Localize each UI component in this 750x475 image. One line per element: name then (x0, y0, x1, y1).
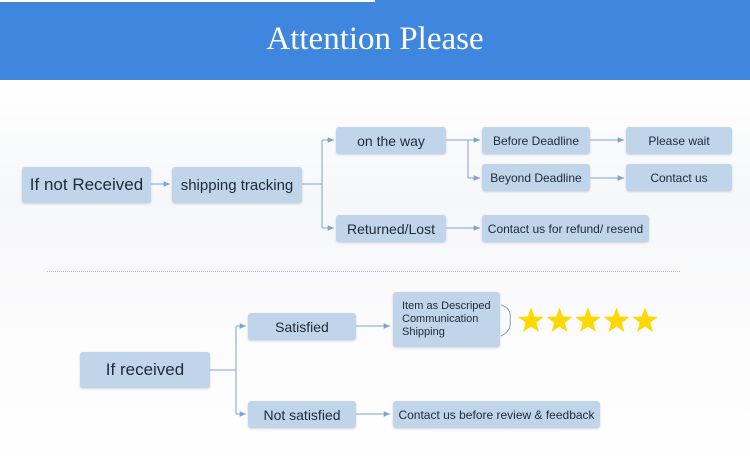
star-icon (575, 307, 601, 332)
contact-refund-resend-box: Contact us for refund/ resend (482, 215, 649, 242)
header-top-strip (0, 0, 375, 2)
review-item: Item as Descriped (402, 300, 491, 312)
review-items-box: Item as Descriped Communication Shipping (393, 292, 500, 347)
bracket-to-stars (500, 304, 511, 337)
page-title: Attention Please (266, 21, 484, 57)
before-deadline-box: Before Deadline (482, 127, 590, 154)
contact-before-review-box: Contact us before review & feedback (393, 401, 600, 428)
beyond-deadline-box: Beyond Deadline (482, 164, 590, 191)
shipping-tracking-box: shipping tracking (172, 167, 302, 203)
if-not-received-box: If not Received (22, 167, 151, 203)
review-item: Communication (402, 313, 479, 325)
on-the-way-box: on the way (336, 127, 446, 154)
star-icon (546, 307, 573, 332)
review-item: Shipping (402, 326, 445, 338)
rating-stars (518, 307, 658, 332)
not-satisfied-box: Not satisfied (248, 401, 356, 428)
star-icon (632, 307, 658, 332)
satisfied-box: Satisfied (248, 313, 356, 340)
header-banner: Attention Please (0, 0, 750, 80)
returned-lost-box: Returned/Lost (336, 215, 446, 242)
section-divider (47, 271, 680, 272)
contact-us-box: Contact us (626, 164, 732, 191)
please-wait-box: Please wait (626, 127, 732, 154)
star-icon (603, 307, 630, 332)
if-received-box: If received (80, 352, 210, 388)
star-icon (518, 307, 544, 332)
